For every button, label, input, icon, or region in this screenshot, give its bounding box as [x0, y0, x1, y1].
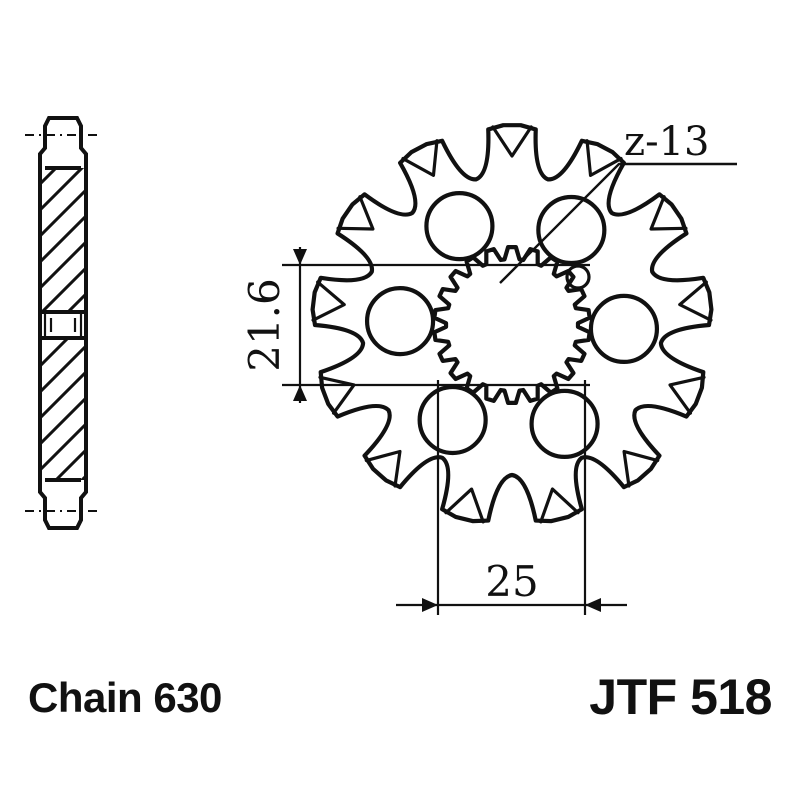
tooth-tip-notch: [364, 449, 402, 488]
hatch-stroke: [30, 24, 96, 90]
side-view-outline: [38, 116, 88, 530]
hatch-stroke: [40, 334, 86, 404]
hatch-stroke: [40, 204, 86, 274]
hatch-stroke: [40, 360, 86, 430]
tooth-tip-notch: [649, 195, 688, 231]
vertical-dimension-21-6: [282, 247, 590, 403]
sprocket-tooth-outline: [310, 123, 714, 524]
tooth-tip-notch: [444, 487, 485, 524]
tooth-tip-notch: [678, 280, 713, 322]
leader-polyline: [499, 162, 737, 284]
tooth-tip-notch: [311, 280, 346, 322]
hatch-stroke: [40, 168, 86, 222]
lightening-hole: [529, 388, 600, 459]
hatch-stroke: [30, 570, 96, 636]
part-number-caption: JTF 518: [589, 669, 772, 725]
arrowhead-left: [422, 598, 438, 612]
lightening-hole: [588, 293, 660, 365]
lightening-hole: [364, 285, 436, 357]
hatch-stroke: [40, 464, 86, 480]
lightening-hole: [536, 194, 607, 266]
lightening-hole: [424, 191, 495, 262]
horizontal-dimension-25: [396, 380, 627, 615]
tooth-tip-notch: [622, 449, 660, 488]
tooth-tip-notch: [585, 139, 623, 177]
hatch-stroke: [30, 76, 96, 142]
lightening-holes-group: [364, 191, 660, 459]
tooth-tip-notch: [539, 487, 580, 524]
hatch-stroke: [30, 596, 96, 662]
chain-size-caption: Chain 630: [28, 674, 222, 721]
dimension-annotations: 21.6 25 z-13: [240, 119, 737, 615]
front-sprocket-view: [310, 123, 714, 524]
vertical-dimension-label: 21.6: [240, 278, 289, 372]
tooth-count-label: z-13: [624, 119, 710, 165]
tooth-tip-notch: [491, 125, 533, 158]
splined-center-bore: [432, 245, 592, 405]
tooth-count-leader: [499, 162, 737, 284]
hatch-stroke: [30, 0, 96, 12]
hatch-stroke: [30, 50, 96, 116]
tooth-tip-notches: [311, 125, 713, 524]
tooth-tip-notch: [401, 139, 439, 177]
arrowhead-up: [293, 249, 307, 265]
lightening-hole: [417, 384, 488, 456]
hatch-stroke: [30, 752, 96, 800]
hatch-stroke: [30, 492, 96, 558]
tooth-tip-notch: [668, 375, 706, 415]
arrowhead-right: [585, 598, 601, 612]
hatch-stroke: [30, 0, 96, 64]
tooth-tip-notch: [336, 195, 375, 231]
horizontal-dimension-label: 25: [485, 557, 538, 606]
hatch-stroke: [30, 726, 96, 792]
hatch-stroke: [40, 412, 86, 480]
hatch-stroke: [40, 386, 86, 456]
hatch-stroke: [30, 544, 96, 610]
arrowhead-down: [293, 385, 307, 401]
hatch-stroke: [40, 178, 86, 248]
hatch-stroke: [40, 438, 86, 480]
captions-group: Chain 630 JTF 518: [28, 669, 773, 725]
hatch-stroke: [30, 0, 96, 38]
hatch-stroke: [40, 230, 86, 300]
hatch-stroke: [40, 168, 86, 196]
